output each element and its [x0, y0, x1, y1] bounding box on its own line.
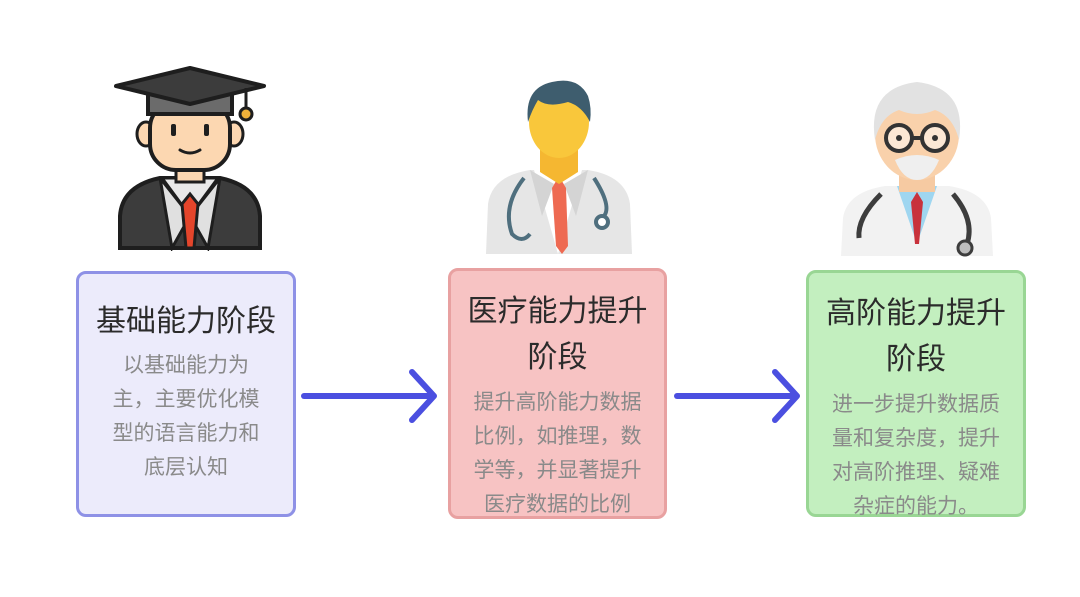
stage-card-medical: 医疗能力提升 阶段 提升高阶能力数据 比例，如推理，数 学等，并显著提升 医疗数…: [448, 268, 667, 519]
stage-title: 高阶能力提升 阶段: [817, 291, 1015, 383]
title-line: 高阶能力提升: [826, 296, 1006, 331]
title-line: 阶段: [527, 340, 588, 375]
description-line: 主，主要优化模: [112, 387, 260, 411]
description-line: 底层认知: [144, 455, 228, 479]
stage-description: 以基础能力为 主，主要优化模 型的语言能力和 底层认知: [89, 348, 283, 484]
description-line: 量和复杂度，提升: [832, 426, 1000, 450]
stage-title: 医疗能力提升 阶段: [459, 289, 656, 381]
description-line: 进一步提升数据质: [832, 392, 1000, 416]
stage-description: 进一步提升数据质 量和复杂度，提升 对高阶推理、疑难 杂症的能力。: [817, 387, 1015, 523]
description-line: 医疗数据的比例: [484, 492, 631, 516]
description-line: 以基础能力为: [123, 353, 249, 377]
young-doctor-icon: [486, 80, 632, 254]
description-line: 学等，并显著提升: [473, 458, 642, 482]
senior-doctor-icon: [841, 82, 993, 257]
description-line: 提升高阶能力数据: [473, 390, 642, 414]
description-line: 杂症的能力。: [853, 494, 979, 518]
title-line: 阶段: [886, 342, 946, 377]
description-line: 对高阶推理、疑难: [832, 460, 1000, 484]
title-line: 医疗能力提升: [467, 294, 648, 329]
description-line: 比例，如推理，数: [473, 424, 642, 448]
graduate-student-icon: [114, 66, 266, 251]
stage-description: 提升高阶能力数据 比例，如推理，数 学等，并显著提升 医疗数据的比例: [459, 385, 656, 521]
arrow-right-icon: [674, 369, 800, 423]
stage-title: 基础能力阶段: [96, 304, 276, 339]
stage-card-basic: 基础能力阶段 以基础能力为 主，主要优化模 型的语言能力和 底层认知: [76, 271, 296, 517]
stage-card-advanced: 高阶能力提升 阶段 进一步提升数据质 量和复杂度，提升 对高阶推理、疑难 杂症的…: [806, 270, 1026, 518]
arrow-right-icon: [301, 369, 437, 423]
description-line: 型的语言能力和: [112, 421, 260, 445]
